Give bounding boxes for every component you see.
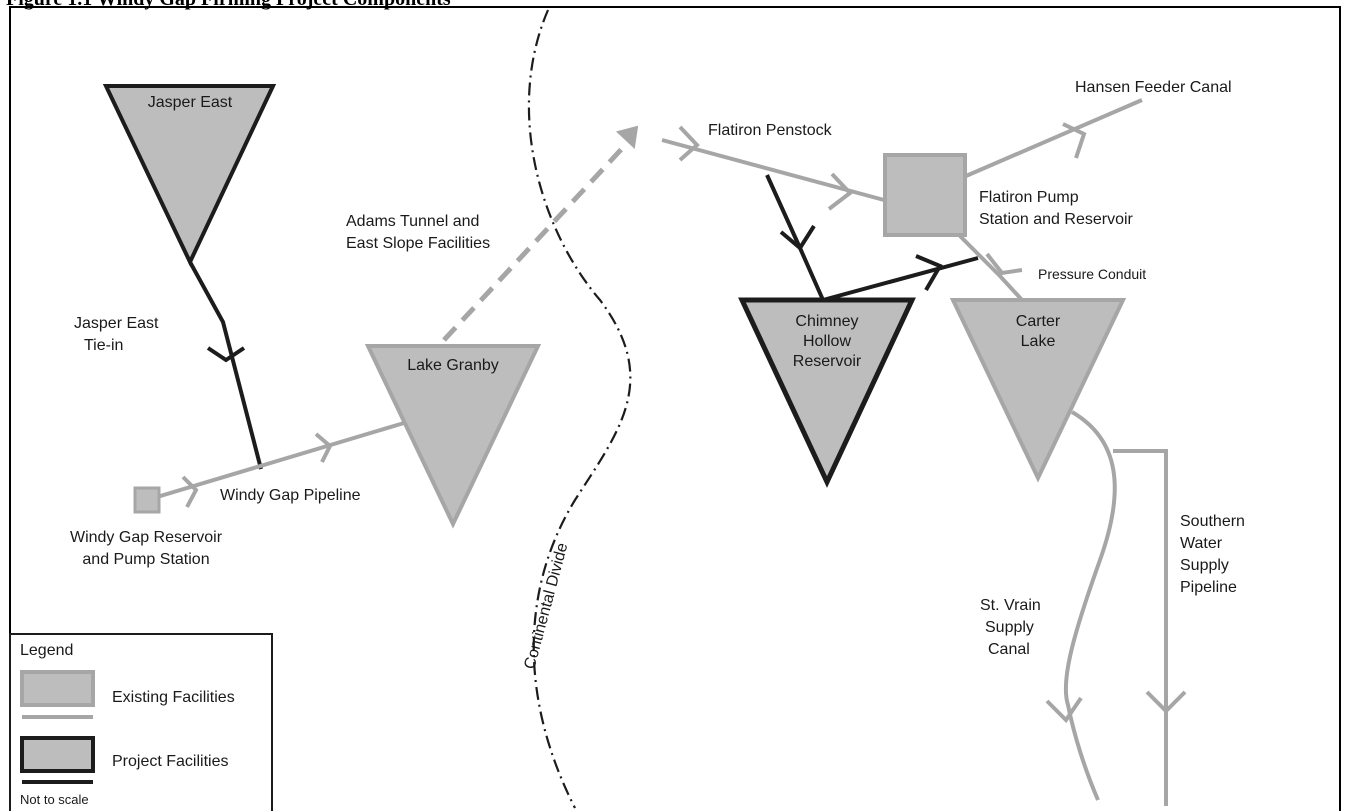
st-vrain-label-2: Supply bbox=[985, 619, 1034, 636]
legend-scale-note: Not to scale bbox=[20, 792, 89, 807]
chimney-hollow-inlet-line bbox=[765, 174, 825, 301]
legend-project-label: Project Facilities bbox=[112, 753, 228, 770]
adams-tunnel-label-2: East Slope Facilities bbox=[346, 235, 490, 252]
lake-granby-triangle bbox=[364, 344, 542, 529]
st-vrain-label-1: St. Vrain bbox=[980, 597, 1041, 614]
pressure-conduit-chevron bbox=[985, 252, 1023, 276]
southern-water-line bbox=[1113, 449, 1168, 806]
carter-lake-label-2: Lake bbox=[1021, 333, 1056, 350]
chimney-hollow-triangle bbox=[738, 297, 916, 488]
continental-divide-line bbox=[527, 9, 632, 809]
hansen-feeder-label: Hansen Feeder Canal bbox=[1075, 79, 1232, 96]
carter-lake-triangle bbox=[949, 298, 1127, 483]
flatiron-pump-label-2: Station and Reservoir bbox=[979, 211, 1134, 228]
pressure-conduit-label: Pressure Conduit bbox=[1038, 266, 1146, 282]
chimney-hollow-outlet-chevron bbox=[915, 254, 943, 292]
flatiron-penstock-chevron-1 bbox=[678, 125, 700, 162]
windy-gap-chevron-1 bbox=[181, 475, 199, 508]
legend-project-swatch bbox=[20, 736, 95, 773]
legend-box bbox=[9, 633, 273, 811]
chimney-hollow-label-3: Reservoir bbox=[793, 353, 862, 370]
figure-frame bbox=[9, 6, 1341, 811]
continental-divide-label: Continental Divide bbox=[521, 541, 571, 671]
chimney-hollow-inlet-chevron bbox=[779, 224, 816, 252]
st-vrain-line bbox=[1063, 410, 1117, 801]
windy-gap-reservoir-label-2: and Pump Station bbox=[82, 551, 209, 568]
chimney-hollow-label-1: Chimney bbox=[795, 313, 858, 330]
southern-water-chevron bbox=[1145, 690, 1187, 714]
flatiron-penstock-label: Flatiron Penstock bbox=[708, 122, 833, 139]
jasper-east-label: Jasper East bbox=[148, 94, 233, 111]
legend-existing-swatch bbox=[20, 670, 95, 707]
jasper-tie-in-chevron bbox=[206, 346, 246, 363]
pressure-conduit-line bbox=[958, 234, 1024, 302]
legend: Legend Existing Facilities Project Facil… bbox=[9, 633, 273, 811]
adams-tunnel-label-1: Adams Tunnel and bbox=[346, 213, 479, 230]
chimney-hollow-label-2: Hollow bbox=[803, 333, 851, 350]
jasper-tie-in-line bbox=[188, 261, 263, 470]
southern-water-label-1: Southern bbox=[1180, 513, 1245, 530]
st-vrain-label-3: Canal bbox=[988, 641, 1030, 658]
jasper-east-triangle bbox=[102, 84, 277, 267]
chimney-hollow-outlet-line bbox=[822, 256, 979, 302]
hansen-feeder-line bbox=[965, 98, 1143, 178]
carter-lake-label-1: Carter bbox=[1016, 313, 1061, 330]
lake-granby-label: Lake Granby bbox=[407, 357, 499, 374]
jasper-tie-in-label-1: Jasper East bbox=[74, 315, 159, 332]
flatiron-penstock-chevron-2 bbox=[827, 172, 853, 211]
jasper-tie-in-label-2: Tie-in bbox=[84, 337, 123, 354]
southern-water-label-3: Supply bbox=[1180, 557, 1229, 574]
hansen-feeder-chevron bbox=[1062, 122, 1087, 159]
figure-title: Figure 1.1 Windy Gap Firming Project Com… bbox=[6, 0, 451, 11]
adams-tunnel-line bbox=[442, 138, 632, 342]
legend-heading: Legend bbox=[20, 642, 73, 659]
st-vrain-chevron bbox=[1045, 696, 1083, 724]
flatiron-pump-label-1: Flatiron Pump bbox=[979, 189, 1079, 206]
southern-water-label-2: Water bbox=[1180, 535, 1223, 552]
windy-gap-pipeline-line bbox=[156, 421, 405, 499]
legend-existing-label: Existing Facilities bbox=[112, 689, 235, 706]
windy-gap-pipeline-label: Windy Gap Pipeline bbox=[220, 487, 361, 504]
windy-gap-chevron-2 bbox=[314, 432, 333, 463]
southern-water-label-4: Pipeline bbox=[1180, 579, 1237, 596]
adams-tunnel-arrowhead bbox=[615, 125, 639, 150]
windy-gap-reservoir-box bbox=[133, 486, 161, 514]
flatiron-pump-station-box bbox=[883, 153, 967, 237]
windy-gap-reservoir-label-1: Windy Gap Reservoir bbox=[70, 529, 223, 546]
